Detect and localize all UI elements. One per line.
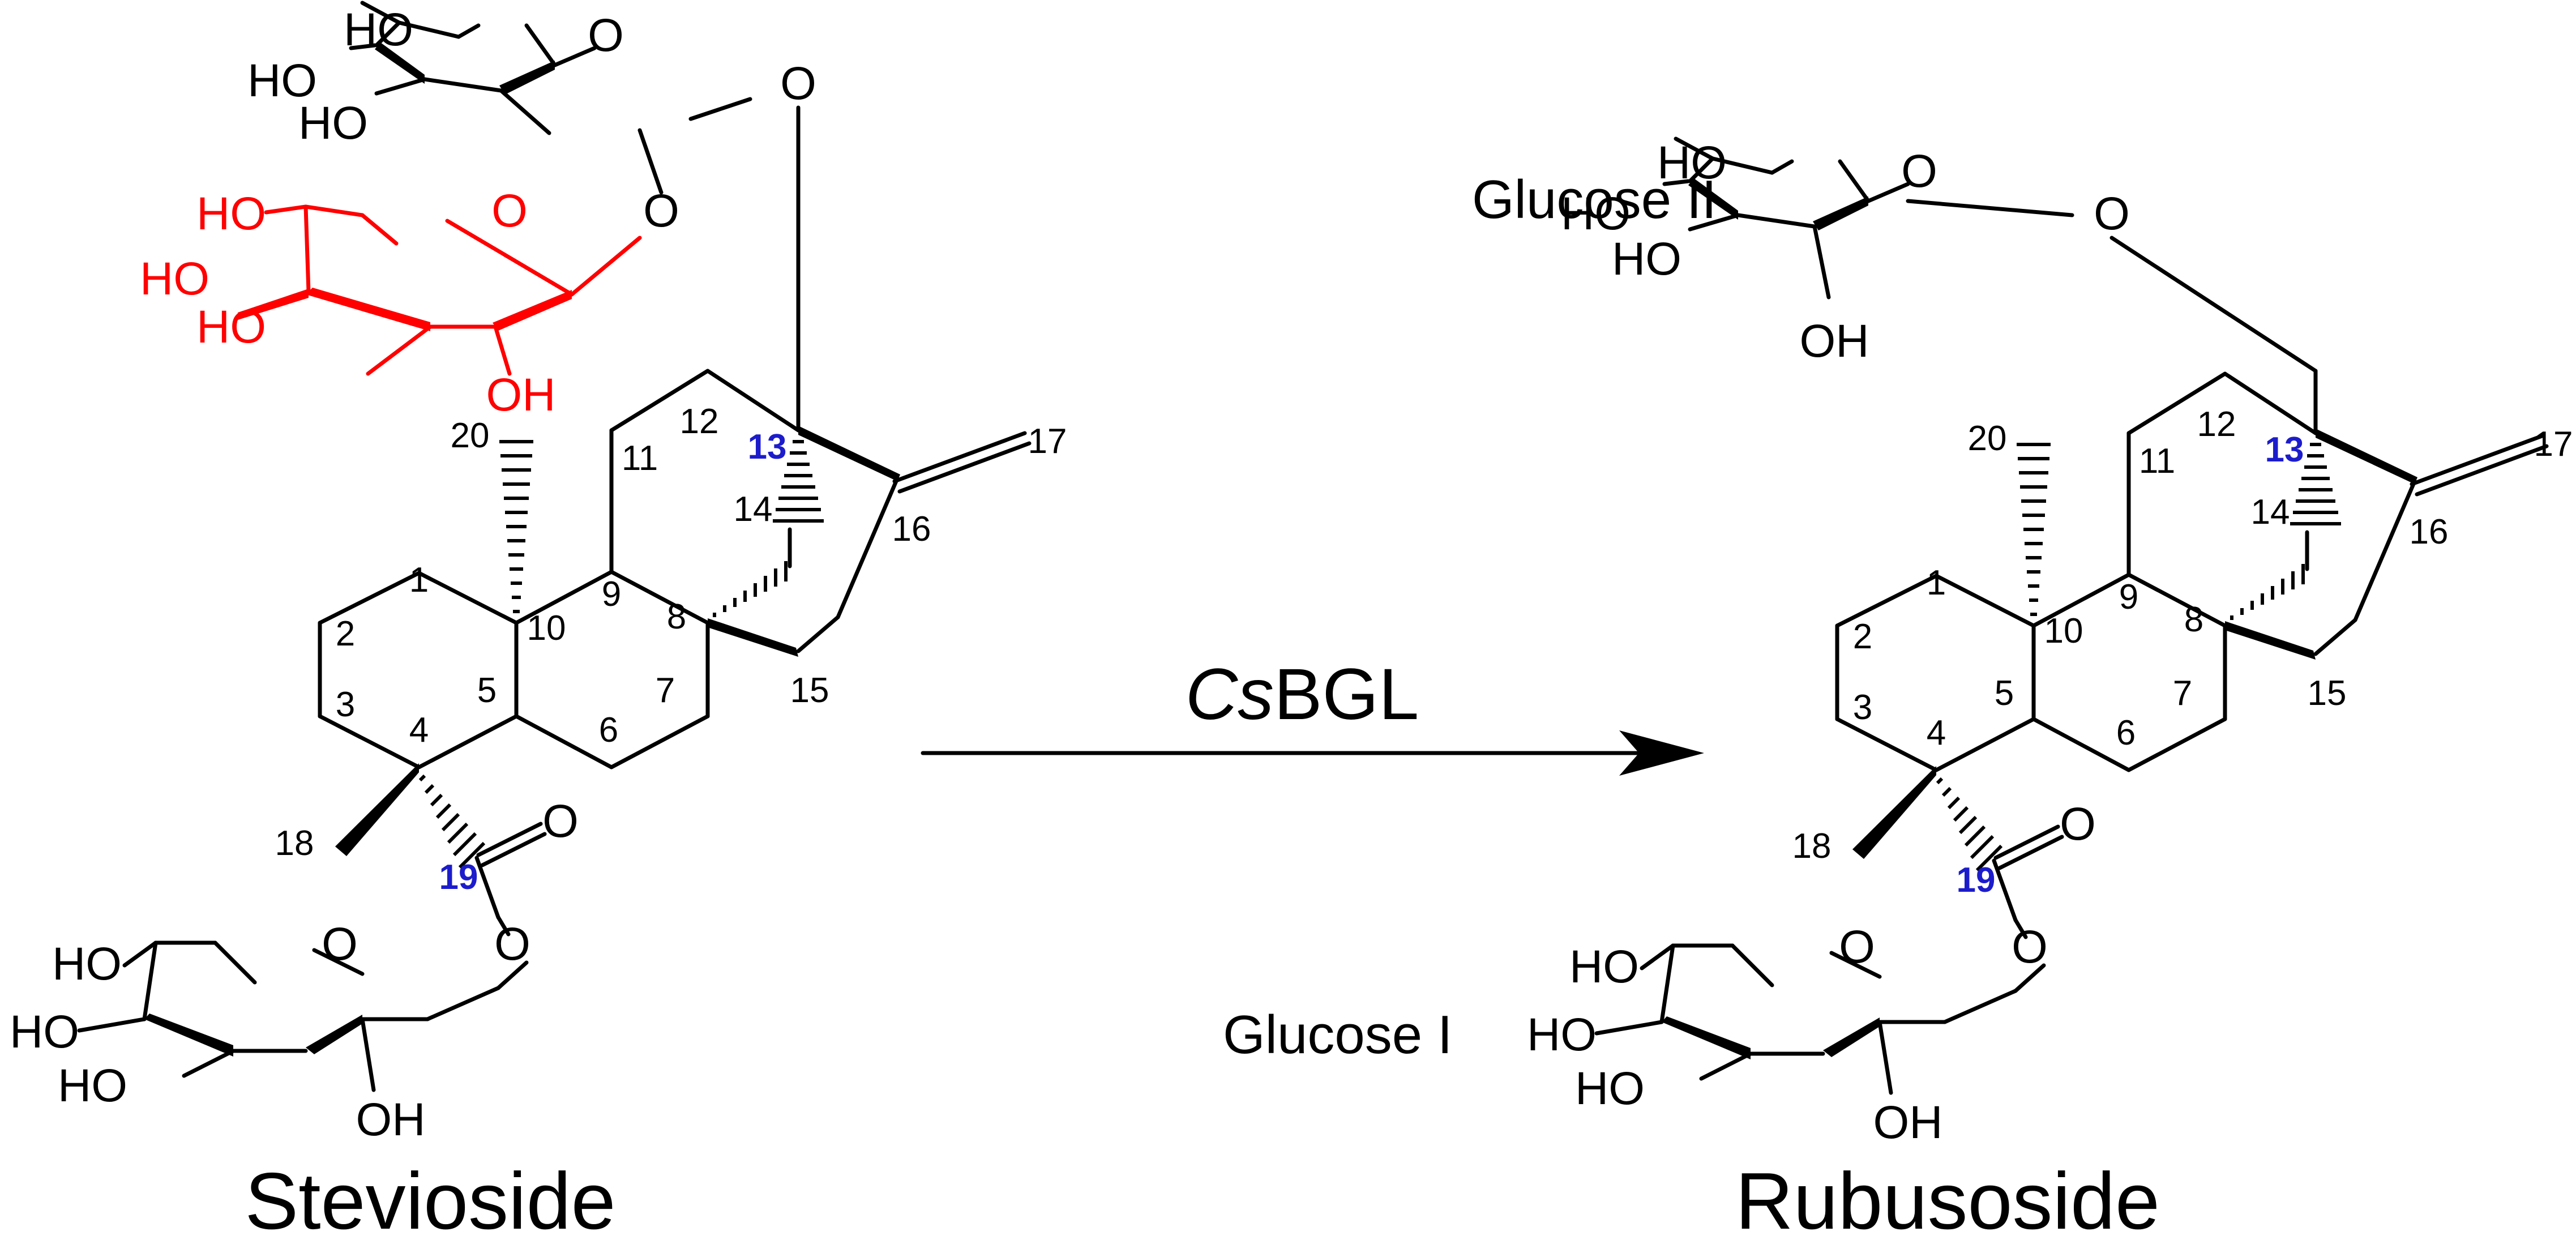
carbon-number-13: 13: [748, 427, 787, 467]
carbonyl-oxygen-label: O: [2060, 798, 2096, 850]
enzyme-label-rest: BGL: [1274, 654, 1419, 735]
glucose-i-label: Glucose I: [1223, 1004, 1453, 1065]
carbon-number: 10: [527, 609, 566, 648]
carbon-number: 2: [1853, 617, 1872, 656]
glucose-hydroxyl-label: HO: [10, 1006, 79, 1058]
glucose-ii-label: Glucose II: [1472, 169, 1717, 230]
glucose-ester-bonds: [79, 943, 427, 1090]
carbon-number: 12: [680, 402, 719, 441]
carbon-number: 5: [477, 671, 497, 710]
red-glucose-hydroxyl-label: HO: [140, 253, 209, 305]
c13-glycosidic-bond: [2109, 236, 2318, 373]
carbon-number: 9: [602, 575, 621, 614]
carbon-number: 3: [336, 685, 355, 724]
carbon-number: 9: [2119, 578, 2138, 617]
glucose-ring-oxygen-label: O: [588, 10, 624, 61]
glucose-hydroxyl-label: HO: [52, 938, 122, 990]
carbon-number: 11: [2139, 442, 2175, 481]
carbon-number: 8: [667, 597, 686, 636]
carbon-number: 1: [409, 561, 429, 600]
glycosidic-bond: [637, 128, 664, 195]
glucose-hydroxyl-label: HO: [58, 1060, 127, 1111]
carbon-number: 6: [599, 711, 618, 750]
red-wedge: [238, 289, 309, 320]
reaction-arrow: CsBGL: [921, 654, 1704, 776]
glucose-ring-oxygen-label: O: [322, 918, 358, 970]
carbon-number: 18: [275, 824, 314, 863]
carbon-number: 18: [1792, 827, 1832, 866]
carbon-number: 8: [2184, 600, 2203, 639]
glycosidic-oxygen-label: O: [2094, 188, 2130, 240]
glycosidic-oxygen-label: O: [780, 58, 816, 109]
arrow-head: [1619, 730, 1704, 776]
carbon-number: 12: [2197, 405, 2236, 444]
stevioside-structure: O O HO HO HO OH O O O HO HO HO: [10, 1, 1067, 1240]
red-glucose-hydroxyl-label: OH: [486, 369, 556, 421]
glucose-hydroxyl-label: OH: [1800, 315, 1869, 367]
carbon-number-19: 19: [1957, 861, 1996, 900]
carbon-number: 7: [2173, 674, 2192, 713]
ester-oxygen-label: O: [494, 918, 530, 970]
carbon-number: 1: [1927, 563, 1946, 602]
glucose-hydroxyl-label: OH: [1873, 1097, 1943, 1148]
carbon-number: 16: [892, 510, 931, 549]
glucose-hydroxyl-label: HO: [1527, 1009, 1597, 1061]
carbon-number-19: 19: [439, 858, 478, 897]
rubusoside-structure: O O HO HO HO OH O O O HO HO HO OH: [1527, 136, 2573, 1240]
glucose-i-bonds: [1597, 946, 1945, 1093]
glycosidic-bond: [688, 97, 752, 121]
carbon-number: 20: [451, 416, 490, 455]
carbon-number: 14: [2251, 493, 2290, 532]
glucose-hydroxyl-label: HO: [1569, 941, 1639, 993]
reactant-name: Stevioside: [245, 1156, 615, 1240]
carbon-number: 2: [336, 614, 355, 653]
carbon-number: 17: [2534, 425, 2573, 464]
carbon-number: 7: [656, 671, 675, 710]
removed-glucose-red: O HO HO HO OH: [140, 185, 642, 421]
carbon-number: 15: [790, 671, 829, 710]
carbon-number: 6: [2116, 713, 2136, 752]
red-glucose-ring-oxygen-label: O: [491, 185, 528, 237]
carbon-number: 15: [2308, 674, 2347, 713]
glucose-hydroxyl-label: HO: [1561, 188, 1631, 240]
glucose-hydroxyl-label: HO: [1575, 1063, 1645, 1114]
carbon-number: 11: [622, 439, 658, 478]
carbon-number: 10: [2044, 612, 2083, 651]
glucose-hydroxyl-label: HO: [1612, 233, 1681, 285]
carbon-number: 14: [734, 490, 773, 529]
glucose-hydroxyl-label: HO: [344, 4, 413, 55]
glucose-hydroxyl-label: OH: [356, 1094, 426, 1145]
carbon-number-13: 13: [2265, 430, 2304, 469]
red-glucose-hydroxyl-label: HO: [196, 188, 266, 240]
enzyme-label-italic: Cs: [1186, 654, 1274, 735]
glucose-ring-oxygen-label: O: [1901, 146, 1937, 197]
ester-oxygen-label: O: [2012, 921, 2048, 973]
carbon-number: 20: [1968, 419, 2007, 458]
carbon-number: 5: [1995, 674, 2014, 713]
glucose-hydroxyl-label: HO: [247, 55, 317, 106]
enzyme-label: CsBGL: [1186, 654, 1419, 735]
carbon-number: 16: [2410, 512, 2449, 551]
glucose-ring-oxygen-label: O: [1839, 921, 1875, 973]
glucose-hydroxyl-label: HO: [1657, 137, 1727, 189]
carbon-number: 3: [1853, 688, 1872, 727]
carbon-number: 4: [1927, 713, 1946, 752]
glycosidic-bond: [1906, 199, 2074, 217]
carbon-number: 17: [1028, 422, 1067, 461]
carbon-number: 4: [409, 711, 429, 750]
carbonyl-oxygen-label: O: [542, 796, 579, 847]
glucose-hydroxyl-label: HO: [298, 97, 368, 149]
product-name: Rubusoside: [1735, 1156, 2160, 1240]
